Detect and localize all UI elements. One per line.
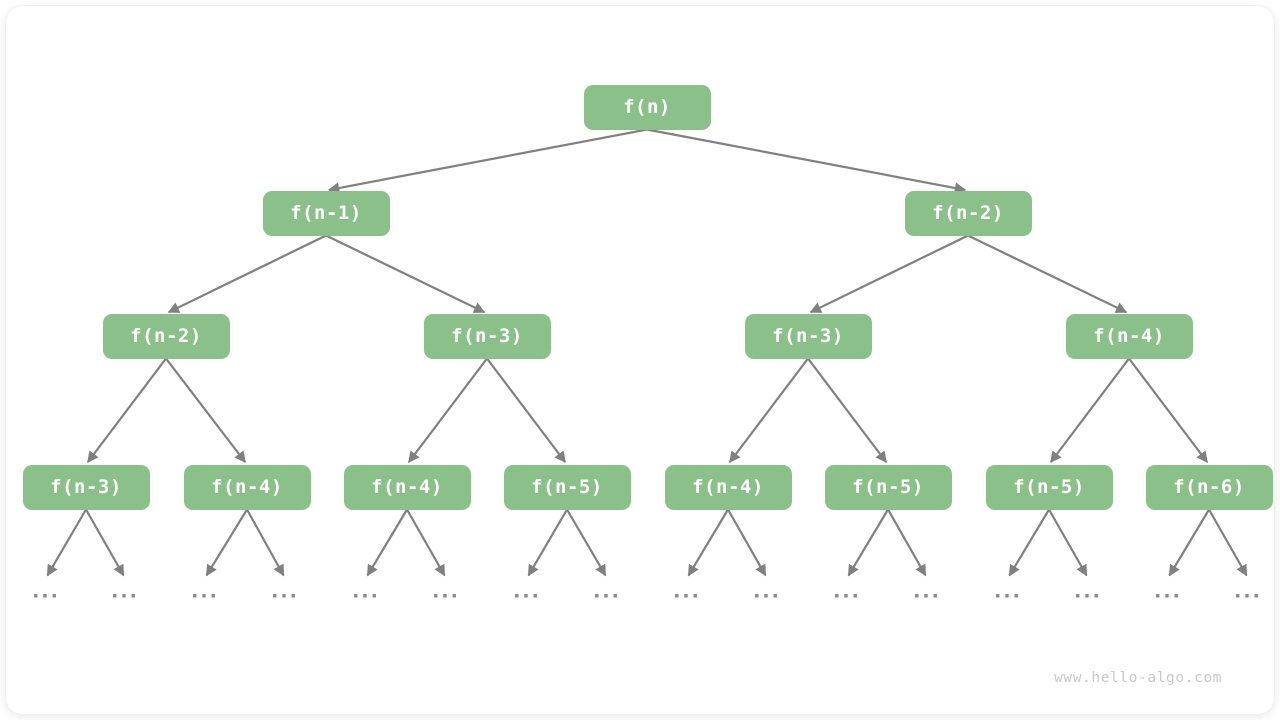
tree-ellipsis: ... [673, 580, 701, 603]
tree-edge-arrow [366, 508, 408, 577]
tree-node: f(n-5) [985, 464, 1113, 510]
tree-edge-arrow [809, 234, 969, 314]
tree-edge-arrow [527, 508, 568, 577]
tree-edge-arrow [325, 234, 486, 314]
tree-edge-arrow [1048, 508, 1088, 577]
tree-edge-arrow [646, 128, 967, 194]
diagram-card: f(n) f(n-1) f(n-2) f(n-2) f(n-3) f(n-3) f(n-4)… [6, 6, 1274, 714]
tree-edge-arrow [1128, 357, 1209, 464]
tree-ellipsis: ... [432, 580, 460, 603]
tree-edge-arrow [486, 357, 567, 464]
tree-node: f(n-4) [1065, 313, 1193, 359]
edge-layer [46, 128, 1248, 577]
tree-node: f(n-3) [22, 464, 150, 510]
tree-edge-arrow [1008, 508, 1050, 577]
tree-node: f(n-2) [102, 313, 230, 359]
tree-node: f(n-4) [343, 464, 471, 510]
tree-node: f(n-4) [664, 464, 792, 510]
tree-edge-arrow [86, 357, 167, 464]
tree-edge-arrow [46, 508, 87, 577]
tree-node: f(n-6) [1145, 464, 1273, 510]
tree-ellipsis: ... [593, 580, 621, 603]
tree-ellipsis: ... [833, 580, 861, 603]
tree-node: f(n-5) [824, 464, 952, 510]
tree-edge-arrow [246, 508, 285, 577]
tree-node: f(n-3) [744, 313, 872, 359]
tree-edge-arrow [327, 128, 648, 194]
tree-edge-arrow [167, 234, 327, 314]
tree-ellipsis: ... [1234, 580, 1262, 603]
tree-node: f(n-1) [262, 190, 390, 236]
tree-ellipsis: ... [191, 580, 219, 603]
tree-edge-arrow [807, 357, 888, 464]
tree-edge-arrow [406, 508, 446, 577]
watermark-label: www.hello-algo.com [1054, 670, 1222, 686]
tree-node: f(n-5) [503, 464, 631, 510]
tree-edge-arrow [1208, 508, 1248, 577]
tree-ellipsis: ... [352, 580, 380, 603]
tree-ellipsis: ... [32, 580, 60, 603]
tree-ellipsis: ... [1154, 580, 1182, 603]
tree-edge-arrow [1168, 508, 1210, 577]
tree-edge-arrow [728, 357, 809, 464]
edges-group [46, 128, 1248, 577]
tree-edge-arrow [727, 508, 767, 577]
tree-node: f(n-2) [904, 190, 1032, 236]
tree-ellipsis: ... [111, 580, 139, 603]
tree-ellipsis: ... [513, 580, 541, 603]
tree-edge-arrow [687, 508, 729, 577]
tree-node: f(n) [583, 84, 711, 130]
tree-edge-arrow [967, 234, 1128, 314]
tree-ellipsis: ... [753, 580, 781, 603]
tree-edge-arrow [85, 508, 125, 577]
tree-edge-arrow [847, 508, 889, 577]
tree-edge-arrow [165, 357, 247, 464]
tree-edge-arrow [205, 508, 248, 577]
tree-ellipsis: ... [994, 580, 1022, 603]
tree-ellipsis: ... [913, 580, 941, 603]
tree-edge-arrow [887, 508, 927, 577]
tree-ellipsis: ... [1074, 580, 1102, 603]
tree-edge-arrow [566, 508, 607, 577]
tree-edge-arrow [1049, 357, 1130, 464]
tree-node: f(n-3) [423, 313, 551, 359]
tree-ellipsis: ... [271, 580, 299, 603]
tree-edge-arrow [407, 357, 488, 464]
tree-node: f(n-4) [183, 464, 311, 510]
